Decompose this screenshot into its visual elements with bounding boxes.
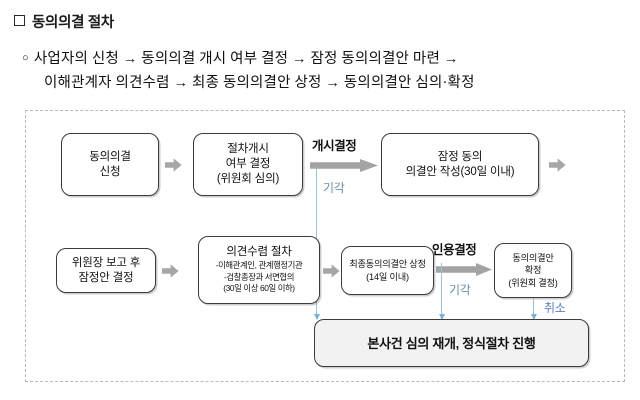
arrow-right-icon	[323, 264, 340, 278]
node-apply-line-2: 신청	[99, 165, 121, 178]
node-draft-line-1: 잠정 동의	[437, 150, 483, 163]
bullet-marker-icon: ○	[22, 52, 29, 64]
flowchart-frame: 동의의결 신청 절차개시 여부 결정 (위원회 심의) 개시결정 기각 잠정 동…	[25, 110, 625, 382]
node-restart-label: 본사건 심의 재개, 정식절차 진행	[367, 335, 536, 351]
edge-label-cancel: 취소	[544, 301, 566, 315]
node-chair-line-1: 위원장 보고 후	[71, 256, 141, 269]
edge-label-reject-2: 기각	[449, 283, 471, 297]
arrow-right-icon	[165, 158, 182, 172]
node-confirm-line-1: 동의의결안	[512, 252, 554, 263]
edge-label-open-decision: 개시결정	[312, 139, 357, 153]
arrow-right-continue-icon	[549, 158, 566, 172]
node-chair-report: 위원장 보고 후 잠정안 결정	[56, 248, 156, 293]
node-opinion-sub-2: -검찰총장과 서면협의	[223, 271, 295, 282]
node-opinion-sub-1: -이해관계인, 관계행정기관	[215, 260, 303, 271]
node-final-line-1: 최종동의의결안 상정	[349, 259, 426, 269]
node-confirm-line-2: 확정	[524, 265, 542, 276]
node-open-line-3: (위원회 심의)	[216, 173, 280, 185]
node-restart-proceeding: 본사건 심의 재개, 정식절차 진행	[314, 319, 589, 367]
arrow-open-decision-icon	[310, 159, 378, 172]
node-confirm-line-3: (위원회 결정)	[508, 277, 558, 288]
node-open-decision: 절차개시 여부 결정 (위원회 심의)	[193, 133, 303, 196]
node-opinion-title: 의견수렴 절차	[226, 246, 292, 259]
node-confirm-decision: 동의의결안 확정 (위원회 결정)	[494, 243, 572, 298]
node-apply: 동의의결 신청	[61, 133, 159, 196]
connector-cancel	[533, 298, 535, 319]
node-final-line-2: (14일 이내)	[366, 271, 409, 282]
node-final-submission: 최종동의의결안 상정 (14일 이내)	[341, 246, 434, 295]
node-opinion-sub-3: (30일 이상 60일 이하)	[223, 283, 295, 294]
node-apply-line-1: 동의의결	[89, 150, 131, 163]
node-opinion-gathering: 의견수렴 절차 -이해관계인, 관계행정기관 -검찰총장과 서면협의 (30일 …	[198, 236, 320, 304]
edge-label-accept-decision: 인용결정	[432, 243, 477, 257]
arrow-right-icon	[162, 264, 179, 278]
page-title: 동의의결 절차	[14, 11, 114, 32]
edge-label-reject-1: 기각	[323, 181, 345, 195]
summary-line-1: 사업자의 신청 → 동의의결 개시 여부 결정 → 잠정 동의의결안 마련 →	[33, 51, 459, 67]
node-chair-line-2: 잠정안 결정	[78, 271, 134, 284]
square-marker-icon	[14, 15, 25, 26]
connector-reject-2	[441, 263, 443, 319]
node-draft-line-2: 의결안 작성(30일 이내)	[405, 165, 515, 178]
summary-line-2: 이해관계자 의견수렴 → 최종 동의의결안 상정 → 동의의결안 심의·확정	[44, 75, 475, 91]
node-open-line-2: 여부 결정	[225, 158, 271, 170]
node-draft-agreement: 잠정 동의 의결안 작성(30일 이내)	[381, 133, 539, 196]
summary-bullet: ○ 사업자의 신청 → 동의의결 개시 여부 결정 → 잠정 동의의결안 마련 →…	[22, 46, 628, 95]
arrow-accept-decision-icon	[436, 263, 492, 276]
node-open-line-1: 절차개시	[227, 143, 269, 155]
page-title-text: 동의의결 절차	[32, 15, 114, 31]
